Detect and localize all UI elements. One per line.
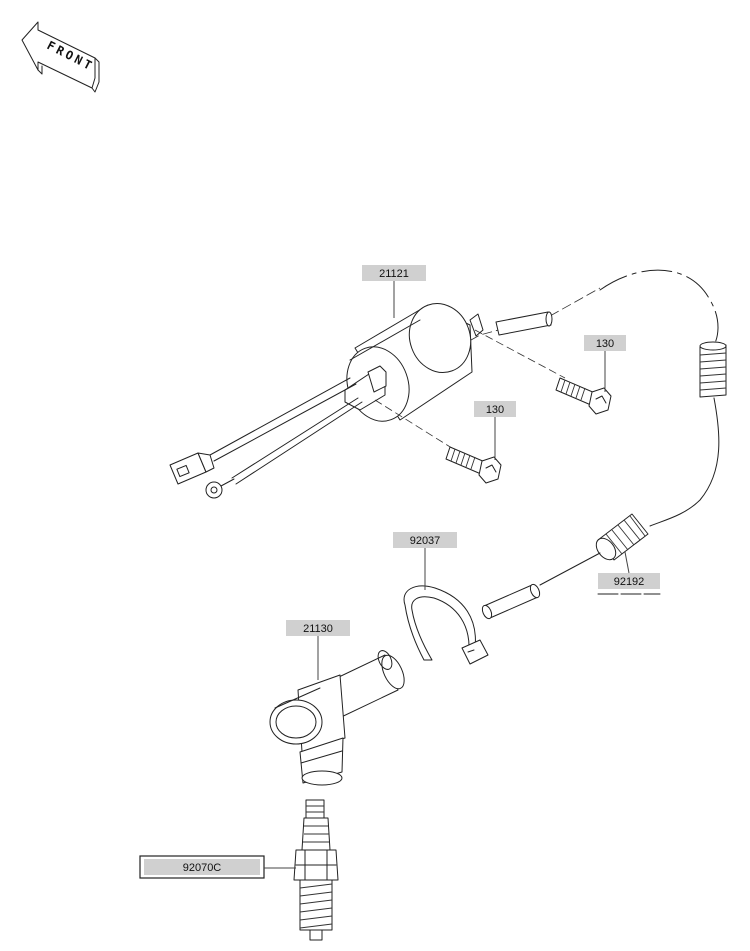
part-label-92192[interactable]: 92192 xyxy=(597,551,661,595)
part-label-21130[interactable]: 21130 xyxy=(286,620,350,680)
part-number: 130 xyxy=(596,338,614,350)
part-number: 21130 xyxy=(303,623,333,635)
bolt-lower[interactable] xyxy=(374,399,502,484)
lead-pin[interactable] xyxy=(480,583,541,620)
high-tension-lead[interactable] xyxy=(599,269,727,527)
spark-plug-cap-21130[interactable] xyxy=(269,648,409,786)
spark-plug-92070c[interactable] xyxy=(293,799,339,941)
part-number: 130 xyxy=(486,404,504,416)
part-number: 21121 xyxy=(379,268,409,280)
part-number: 92192 xyxy=(614,576,645,588)
part-label-21121[interactable]: 21121 xyxy=(362,265,426,318)
arrow-left-icon xyxy=(21,21,100,93)
part-label-92037[interactable]: 92037 xyxy=(393,532,457,590)
ignition-coil[interactable] xyxy=(169,287,601,499)
clamp-92037[interactable] xyxy=(403,585,489,665)
part-label-130-lower[interactable]: 130 xyxy=(474,401,516,460)
part-label-130-upper[interactable]: 130 xyxy=(584,335,626,392)
part-number: 92037 xyxy=(410,535,441,547)
front-indicator: FRONT xyxy=(21,21,100,93)
part-label-92070c[interactable]: 92070C xyxy=(139,855,296,879)
bolt-upper[interactable] xyxy=(474,329,612,415)
cap-92192[interactable] xyxy=(539,513,649,586)
part-number: 92070C xyxy=(183,862,222,874)
